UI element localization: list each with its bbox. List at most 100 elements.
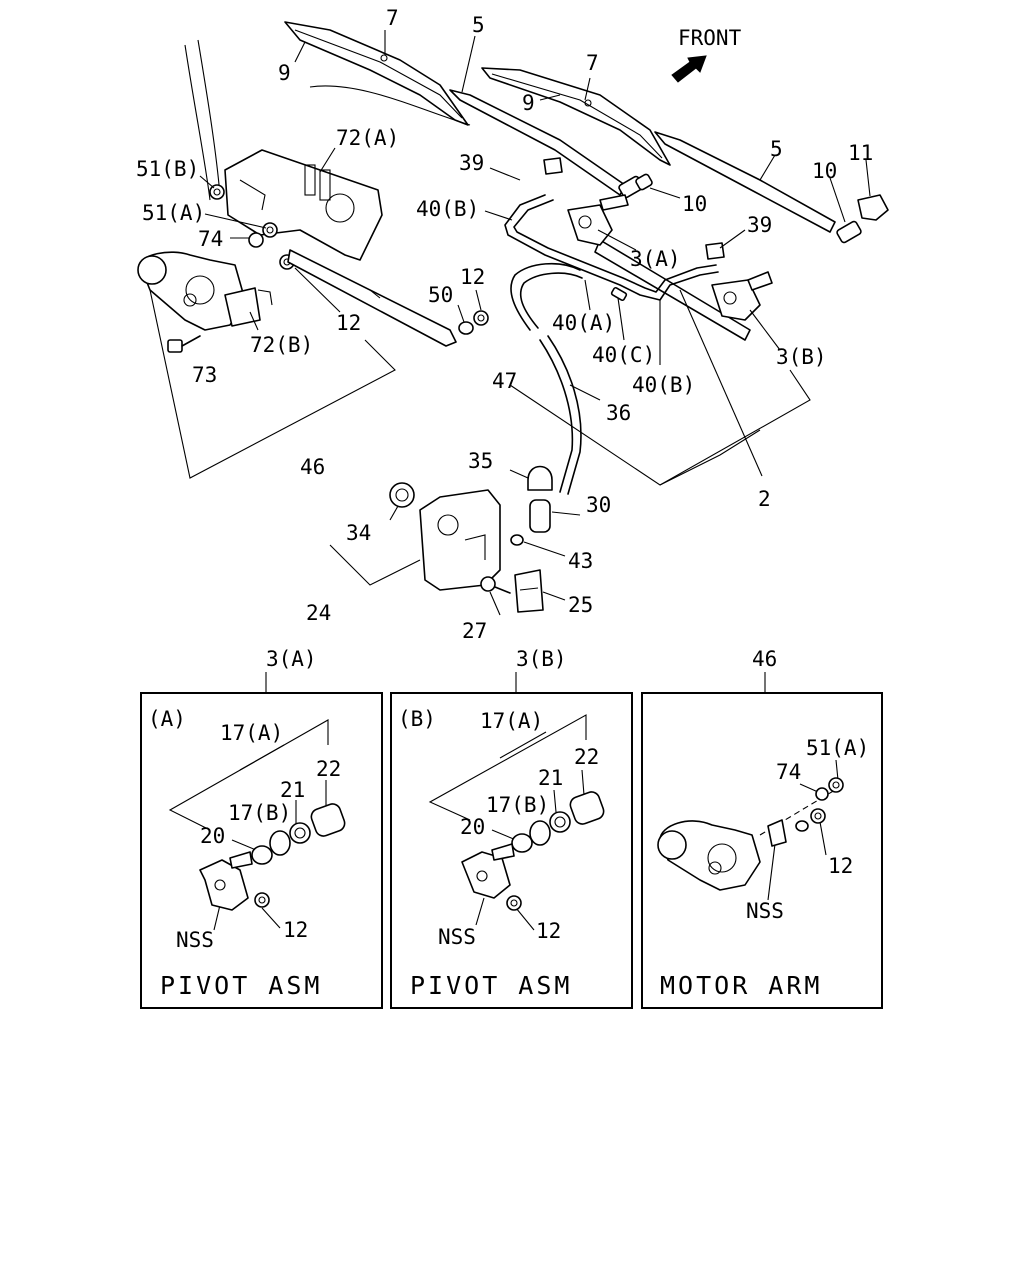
wiper-blade-right	[481, 67, 671, 166]
linkage-2	[594, 239, 751, 341]
bracket-72a	[224, 149, 383, 261]
inset-b-21: 21	[538, 766, 563, 790]
label-12-left: 12	[336, 311, 361, 335]
inset-b-17b: 17(B)	[486, 793, 549, 817]
inset-b-title: PIVOT ASM	[410, 971, 572, 1000]
inset-c-ref: 46	[752, 647, 777, 671]
inset-c-parts	[657, 777, 844, 891]
inset-b-ref: 3(B)	[516, 647, 567, 671]
wiper-blade-left	[284, 21, 471, 126]
label-7-left: 7	[386, 6, 399, 30]
inset-b-17a: 17(A)	[480, 709, 543, 733]
front-arrow-icon	[671, 55, 707, 83]
label-39-left: 39	[459, 151, 484, 175]
inset-b-12: 12	[536, 919, 561, 943]
inset-c-12: 12	[828, 854, 853, 878]
clip-39-left	[543, 157, 563, 175]
washer-74	[248, 232, 264, 248]
label-24: 24	[306, 601, 331, 625]
inset-a-17a: 17(A)	[220, 721, 283, 745]
nut-51a	[262, 222, 278, 238]
label-5-right: 5	[770, 137, 783, 161]
inset-a-20: 20	[200, 824, 225, 848]
bolt-27	[480, 576, 511, 594]
pump-30	[529, 499, 551, 533]
inset-a-21: 21	[280, 778, 305, 802]
bracket-25	[514, 569, 544, 613]
label-46: 46	[300, 455, 325, 479]
inset-a-ref: 3(A)	[266, 647, 317, 671]
nut-12-mid	[473, 310, 489, 326]
inset-c-title: MOTOR ARM	[660, 971, 822, 1000]
cap-34	[389, 482, 415, 508]
pivot-3b	[711, 271, 773, 321]
label-27: 27	[462, 619, 487, 643]
inset-a-17b: 17(B)	[228, 801, 291, 825]
inset-b-nss: NSS	[438, 925, 476, 949]
label-3b: 3(B)	[776, 345, 827, 369]
bolt-73	[167, 335, 201, 353]
inset-a-12: 12	[283, 918, 308, 942]
hose-40c	[610, 286, 628, 302]
nut-11	[857, 194, 889, 221]
label-51b: 51(B)	[136, 157, 199, 181]
label-72b: 72(B)	[250, 333, 313, 357]
label-40b-bottom: 40(B)	[632, 373, 695, 397]
label-43: 43	[568, 549, 593, 573]
windshield-edge	[184, 39, 221, 201]
inset-a-tag: (A)	[148, 707, 186, 731]
inset-b-20: 20	[460, 815, 485, 839]
label-72a: 72(A)	[336, 126, 399, 150]
label-9-right: 9	[522, 91, 535, 115]
hose-40b	[504, 194, 719, 301]
hose-36	[539, 335, 582, 495]
label-9-left: 9	[278, 61, 291, 85]
label-40c: 40(C)	[592, 343, 655, 367]
inset-a-22: 22	[316, 757, 341, 781]
inset-pivot-b: 3(B) (B) 17(A) 17(B) 20 21 22 NSS 12 PIV…	[390, 647, 633, 1009]
label-40a: 40(A)	[552, 311, 615, 335]
leader-lines	[149, 30, 871, 616]
label-5-top: 5	[472, 13, 485, 37]
bracket-72b	[224, 287, 273, 327]
nut-51b	[209, 184, 225, 200]
label-10-right: 10	[812, 159, 837, 183]
label-2: 2	[758, 487, 771, 511]
cap-10-left	[618, 173, 653, 199]
cap-35	[527, 465, 553, 491]
label-34: 34	[346, 521, 371, 545]
main-labels: 7 9 5 7 9 5 72(A) 51(B) 51(A) 74 12 72(B…	[136, 6, 873, 643]
pivot-3a	[567, 194, 629, 246]
wiper-arm-right	[654, 131, 836, 233]
label-7-right: 7	[586, 51, 599, 75]
cap-10-right	[836, 220, 862, 244]
label-51a: 51(A)	[142, 201, 205, 225]
label-12-mid: 12	[460, 265, 485, 289]
label-74: 74	[198, 227, 223, 251]
washer-tank-24	[419, 489, 501, 591]
label-11: 11	[848, 141, 873, 165]
inset-pivot-a: 3(A) (A) 17(A) 17(B) 20 21 22 NSS 12 PIV…	[140, 647, 383, 1009]
label-73: 73	[192, 363, 217, 387]
front-label: FRONT	[678, 26, 742, 50]
washer-50	[458, 321, 474, 335]
wiper-motor	[137, 251, 246, 331]
inset-b-parts	[461, 791, 605, 911]
inset-a-title: PIVOT ASM	[160, 971, 322, 1000]
label-3a: 3(A)	[630, 247, 681, 271]
inset-b-22: 22	[574, 745, 599, 769]
inset-a-parts	[199, 803, 346, 911]
inset-c-nss: NSS	[746, 899, 784, 923]
clip-39-right	[705, 242, 725, 260]
label-47: 47	[492, 369, 517, 393]
grommet-43	[510, 534, 524, 546]
inset-motor-arm: 46 51(A) 74 12 NSS MOTOR ARM	[641, 647, 883, 1009]
inset-c-51a: 51(A)	[806, 736, 869, 760]
inset-c-74: 74	[776, 760, 801, 784]
hose-40a	[510, 262, 583, 331]
inset-b-tag: (B)	[398, 707, 436, 731]
label-36: 36	[606, 401, 631, 425]
label-25: 25	[568, 593, 593, 617]
